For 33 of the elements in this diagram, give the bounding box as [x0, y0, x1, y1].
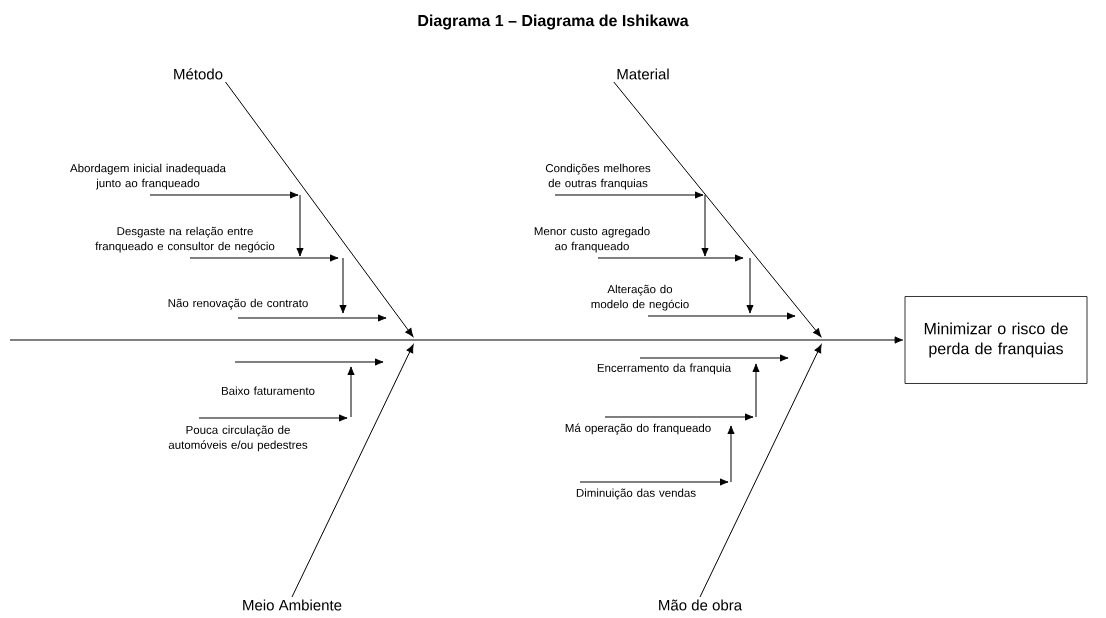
category-label: Material — [617, 68, 669, 80]
cause-text: Abordagem inicial inadequada junto ao franqueado — [70, 163, 226, 190]
cause-arrow — [198, 414, 348, 422]
cause-text: Baixo faturamento — [221, 386, 315, 395]
cause-arrow — [579, 478, 729, 486]
cause-arrow — [597, 254, 744, 262]
cause-arrow — [149, 191, 299, 199]
cause-arrow — [647, 312, 796, 320]
category-label: Mão de obra — [659, 599, 743, 611]
cause-text: Condições melhores de outras franquias — [545, 163, 651, 190]
spine-arrow — [9, 336, 904, 344]
cause-arrow — [554, 191, 704, 199]
cause-arrow — [234, 358, 384, 366]
cause-arrow — [189, 254, 339, 262]
cause-text: Diminuição das vendas — [576, 488, 696, 500]
effect-box: Minimizar o risco de perda de franquias — [904, 296, 1088, 384]
cause-text: Pouca circulação de automóveis e/ou pedestres — [168, 425, 308, 452]
cause-text: Alteração do modelo de negócio — [591, 284, 689, 311]
cause-text: Má operação do franqueado — [565, 423, 711, 435]
cause-arrow — [237, 314, 387, 322]
cause-arrow — [604, 413, 754, 421]
cause-text: Desgaste na relação entre franqueado e consultor de negócio — [95, 226, 275, 253]
category-label: Meio Ambiente — [243, 599, 342, 611]
bone-line — [291, 344, 414, 598]
cause-text: Não renovação de contrato — [168, 298, 308, 310]
cause-text: Menor custo agregado ao franqueado — [534, 226, 650, 253]
bone-line — [613, 81, 822, 337]
cause-text: Encerramento da franquia — [597, 363, 732, 375]
title: Diagrama 1 – Diagrama de Ishikawa — [418, 14, 689, 30]
bone-line — [699, 344, 822, 598]
cause-arrow — [639, 354, 789, 362]
bone-line — [225, 81, 414, 337]
category-label: Método — [174, 68, 223, 80]
